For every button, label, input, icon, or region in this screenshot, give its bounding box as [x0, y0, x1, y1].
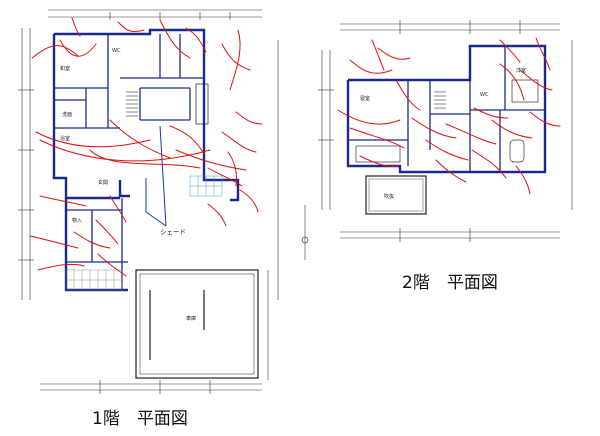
floor2-bed — [511, 79, 539, 103]
floor1-callout-text: シェード — [160, 228, 186, 236]
floor1-walls — [52, 28, 240, 292]
floor1-plan: 和室 洗面 浴室 玄関 車庫 物入 WC シェード — [18, 9, 279, 394]
floor1-room-5: 物入 — [72, 217, 82, 224]
floor1-room-1: 洗面 — [62, 111, 72, 118]
floor2-closet — [355, 145, 401, 163]
floor1-stairs — [126, 91, 138, 117]
floor1-plan-title: 1階 平面図 — [92, 409, 188, 429]
floor2-fixture — [509, 139, 525, 163]
floor2-room-3: 吹抜 — [384, 193, 394, 200]
floor1-kitchen-counter — [195, 83, 209, 125]
floor1-room-4: 車庫 — [186, 315, 196, 322]
floor1-room-3: 玄関 — [98, 179, 108, 186]
floor2-room-0: 寝室 — [360, 95, 370, 102]
floor1-room-0: 和室 — [60, 65, 70, 72]
floor1-room-labels: 和室 洗面 浴室 玄関 車庫 物入 WC — [60, 48, 196, 322]
floor1-shade-callout: シェード — [145, 125, 186, 236]
floor2-stairs — [434, 91, 446, 109]
floor2-room-labels: 寝室 洋室 WC 吹抜 — [360, 67, 526, 200]
floor1-deck-grid — [189, 175, 223, 197]
floor2-walls — [346, 44, 547, 174]
floor2-plan: 寝室 洋室 WC 吹抜 — [301, 20, 573, 260]
floor2-markup — [337, 37, 561, 195]
floor2-balcony — [365, 175, 427, 215]
floor1-dimension-lines — [18, 9, 279, 394]
floor2-dimension-lines — [318, 20, 573, 242]
floor1-interior-walls — [54, 34, 204, 290]
floor2-plan-title: 2階 平面図 — [402, 273, 498, 293]
floor1-entry-tiles — [65, 269, 123, 291]
floor1-room-6: WC — [112, 48, 121, 54]
floor2-room-2: WC — [480, 92, 489, 98]
axis-mark — [301, 205, 309, 260]
floor1-room-2: 浴室 — [60, 135, 70, 142]
floor1-markup — [29, 17, 263, 277]
floor1-garage — [135, 269, 259, 379]
floor2-interior-walls — [348, 46, 545, 172]
